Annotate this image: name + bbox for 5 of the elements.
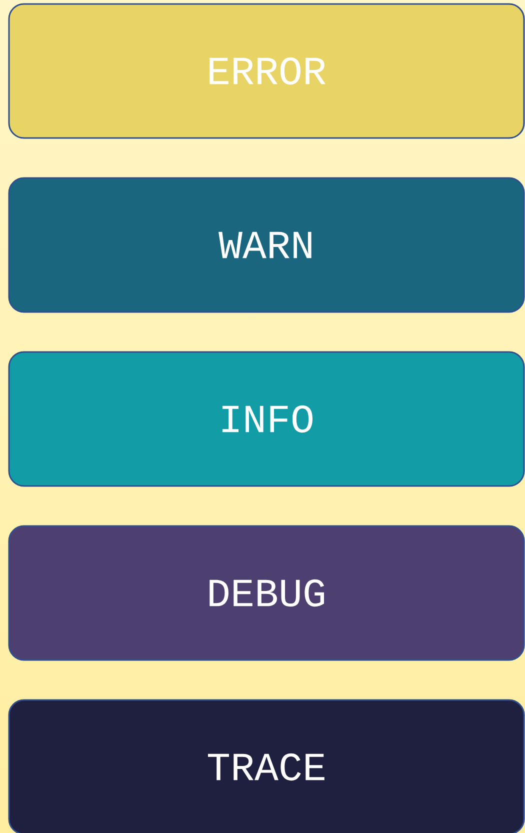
level-box: ERROR	[8, 3, 525, 139]
level-box: WARN	[8, 177, 525, 313]
level-box: DEBUG	[8, 525, 525, 661]
level-box: TRACE	[8, 699, 525, 833]
level-box: INFO	[8, 351, 525, 487]
